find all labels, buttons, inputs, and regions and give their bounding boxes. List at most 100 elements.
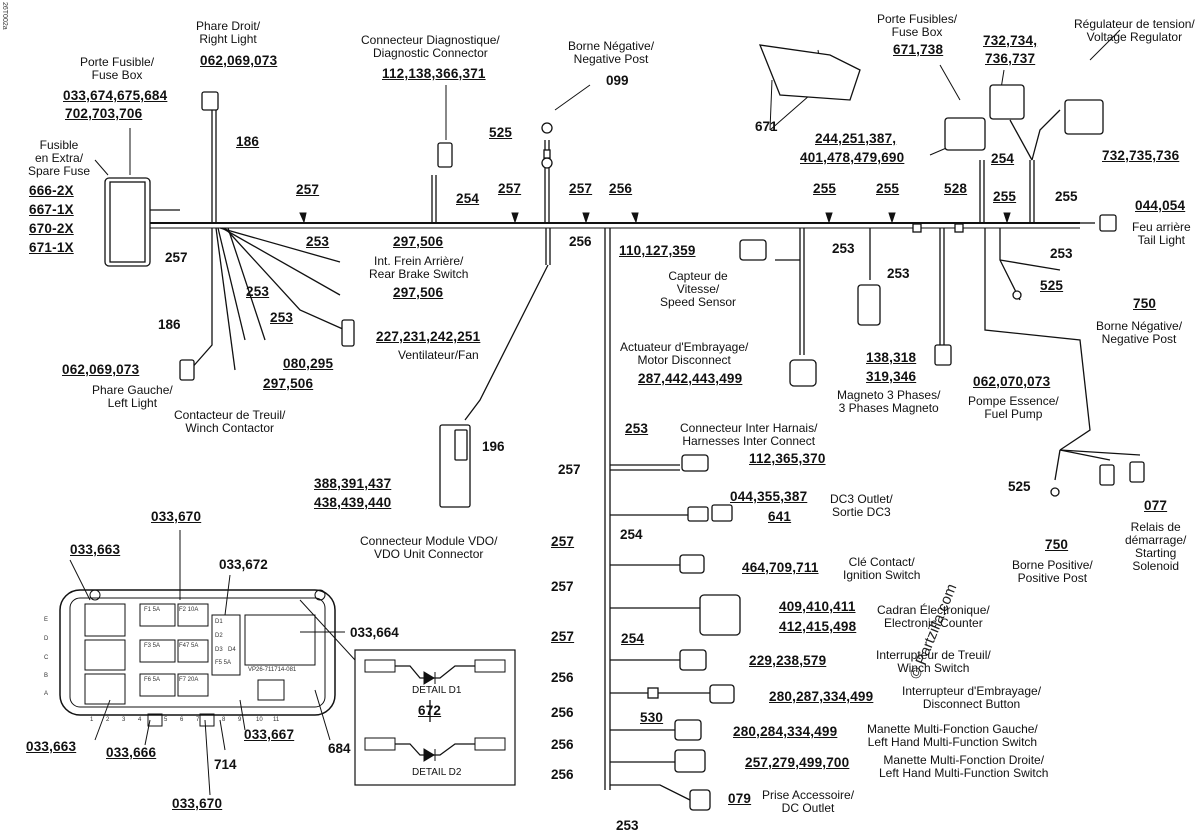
- wire-257-l3: 257: [551, 629, 575, 644]
- col-9: 9: [238, 717, 242, 723]
- wire-254-cle: 254: [620, 527, 643, 542]
- spare-fuse-2: 667-1X: [29, 202, 74, 217]
- wire-186-left: 186: [158, 317, 181, 332]
- inter-embrayage-label: Interrupteur d'Embrayage/Disconnect Butt…: [902, 684, 1042, 711]
- magneto-label: Magneto 3 Phases/3 Phases Magneto: [837, 388, 941, 415]
- contact-sub-part: 080,295: [283, 356, 334, 371]
- vdo-label: Connecteur Module VDO/VDO Unit Connector: [360, 534, 498, 561]
- vdo-part-2: 438,439,440: [314, 495, 392, 510]
- wire-525-bl: 525: [1008, 479, 1031, 494]
- wire-256-l1: 256: [551, 670, 574, 685]
- relay-group-part-1: 244,251,387,: [815, 131, 897, 146]
- phare-droit-part: 062,069,073: [200, 53, 278, 68]
- fusebox-684: 684: [328, 741, 351, 756]
- wire-256-a: 256: [609, 181, 633, 196]
- borne-neg-top-label: Borne Négative/Negative Post: [568, 39, 655, 66]
- porte-fusible-part-1: 033,674,675,684: [63, 88, 168, 103]
- relay-group-part-2: 401,478,479,690: [800, 150, 905, 165]
- col-4: 4: [138, 717, 142, 723]
- inter-harnais-part: 112,365,370: [749, 451, 826, 466]
- row-d: D: [44, 636, 49, 642]
- wire-528: 528: [944, 181, 968, 196]
- fusebox-714: 714: [214, 757, 237, 772]
- fuse-f5: F5 5A: [215, 660, 232, 666]
- wire-257-l1: 257: [551, 534, 575, 549]
- wire-257-main: 257: [296, 182, 320, 197]
- prise-acc-label: Prise Accessoire/DC Outlet: [762, 788, 855, 815]
- fuse-f47: F47 5A: [179, 643, 199, 649]
- inter-embrayage-part: 280,287,334,499: [769, 689, 874, 704]
- relay-d3: D3: [215, 647, 223, 653]
- magneto-part-2: 319,346: [866, 369, 917, 384]
- col-5: 5: [164, 717, 168, 723]
- frein-part-1: 297,506: [393, 234, 444, 249]
- contacteur-treuil-label: Contacteur de Treuil/Winch Contactor: [174, 408, 286, 435]
- ventilateur-label: Ventilateur/Fan: [398, 348, 479, 362]
- vdo-ref: 196: [482, 439, 505, 454]
- prise-acc-part: 079: [728, 791, 752, 806]
- connecteur-diag-part: 112,138,366,371: [382, 66, 486, 81]
- cadran-part-1: 409,410,411: [779, 599, 856, 614]
- phare-droit-label: Phare Droit/Right Light: [196, 19, 261, 46]
- wire-256-l3: 256: [551, 737, 574, 752]
- ventilateur-part: 227,231,242,251: [376, 329, 481, 344]
- wire-255-b: 255: [876, 181, 900, 196]
- doc-code: 26T002a: [1, 2, 8, 30]
- borne-pos-part: 750: [1045, 537, 1069, 552]
- col-11: 11: [273, 717, 280, 723]
- fusebox-bracket-part: 671: [755, 119, 778, 134]
- wire-255-c: 255: [993, 189, 1017, 204]
- spare-fuse-1: 666-2X: [29, 183, 74, 198]
- wire-253-b: 253: [246, 284, 270, 299]
- dc3-part-a: 044,355,387: [730, 489, 808, 504]
- porte-fusibles-right-label: Porte Fusibles/Fuse Box: [877, 12, 958, 39]
- cle-part: 464,709,711: [742, 560, 819, 575]
- wire-530: 530: [640, 710, 664, 725]
- row-c: C: [44, 655, 49, 661]
- wire-253-mag: 253: [887, 266, 910, 281]
- manette-droite-part: 257,279,499,700: [745, 755, 850, 770]
- int-frein-label: Int. Frein Arrière/Rear Brake Switch: [369, 254, 469, 281]
- fusebox-033672: 033,672: [219, 557, 268, 572]
- borne-neg-top-part: 099: [606, 73, 629, 88]
- fuse-f3: F3 5A: [144, 643, 161, 649]
- regulateur-part-b: 732,735,736: [1102, 148, 1180, 163]
- regulateur-part-a1: 732,734,: [983, 33, 1038, 48]
- fusebox-033667: 033,667: [244, 727, 295, 742]
- wire-253-cap: 253: [832, 241, 855, 256]
- wire-254-cad: 254: [621, 631, 645, 646]
- feu-arriere-part: 044,054: [1135, 198, 1186, 213]
- col-1: 1: [90, 717, 94, 723]
- fusebox-033663-top: 033,663: [70, 542, 121, 557]
- borne-neg-right-part: 750: [1133, 296, 1157, 311]
- relay-d2: D2: [215, 633, 223, 639]
- borne-neg-right-label: Borne Négative/Negative Post: [1096, 319, 1183, 346]
- detail-d2-label: DETAIL D2: [412, 767, 462, 778]
- relay-d4: D4: [228, 647, 236, 653]
- inter-treuil-label: Interrupteur de Treuil/Winch Switch: [876, 648, 991, 675]
- manette-droite-label: Manette Multi-Fonction Droite/Left Hand …: [879, 753, 1049, 780]
- fusebox-033664: 033,664: [350, 625, 399, 640]
- wire-256-b: 256: [569, 234, 592, 249]
- col-7: 7: [196, 717, 200, 723]
- col-3: 3: [122, 717, 126, 723]
- dc3-label: DC3 Outlet/Sortie DC3: [830, 492, 893, 519]
- dc3-part-b: 641: [768, 509, 792, 524]
- magneto-part-1: 138,318: [866, 350, 917, 365]
- detail-672-part: 672: [418, 703, 442, 718]
- col-2: 2: [106, 717, 110, 723]
- fuse-f6: F6 5A: [144, 677, 161, 683]
- relay-d1: D1: [215, 619, 223, 625]
- detail-d1-label: DETAIL D1: [412, 685, 462, 696]
- fusebox-033666: 033,666: [106, 745, 157, 760]
- porte-fusibles-right-part: 671,738: [893, 42, 944, 57]
- wire-257-a: 257: [498, 181, 522, 196]
- wire-525-r: 525: [1040, 278, 1064, 293]
- frein-part-2: 297,506: [393, 285, 444, 300]
